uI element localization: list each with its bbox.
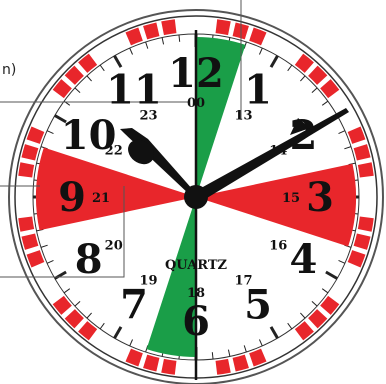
hour-numeral: 7 — [120, 281, 148, 328]
ring-segment — [198, 361, 212, 376]
ring-segment — [360, 199, 375, 213]
ring-segment — [17, 181, 32, 195]
hour-24-numeral: 21 — [92, 191, 110, 206]
ring-segment — [216, 359, 231, 375]
hour-24-numeral: 20 — [105, 239, 123, 254]
hour-numeral: 4 — [289, 236, 317, 283]
hour-24-numeral: 16 — [269, 239, 287, 254]
hour-24-numeral: 23 — [139, 109, 157, 124]
hour-24-numeral: 19 — [139, 273, 157, 288]
hour-24-numeral: 22 — [105, 144, 123, 159]
ring-segment — [358, 162, 374, 177]
hour-numeral: 8 — [75, 236, 103, 283]
ring-segment — [180, 361, 194, 376]
ring-segment — [161, 19, 176, 35]
ring-segment — [18, 217, 34, 232]
hour-numeral: 11 — [106, 67, 162, 114]
center-cap — [184, 185, 208, 209]
callout-text: n) — [2, 62, 16, 78]
hour-numeral: 5 — [244, 281, 272, 328]
hour-numeral: 3 — [306, 174, 334, 221]
ring-segment — [216, 19, 231, 35]
hour-numeral: 9 — [58, 174, 86, 221]
ring-segment — [198, 18, 212, 33]
ring-segment — [180, 18, 194, 33]
hour-24-numeral: 15 — [282, 191, 300, 206]
hour-24-numeral: 13 — [234, 109, 252, 124]
ring-segment — [360, 181, 375, 195]
ring-segment — [18, 162, 34, 177]
ring-segment — [161, 359, 176, 375]
ring-segment — [358, 217, 374, 232]
hour-24-numeral: 17 — [234, 273, 252, 288]
hour-numeral: 1 — [244, 67, 272, 114]
ring-segment — [17, 199, 32, 213]
